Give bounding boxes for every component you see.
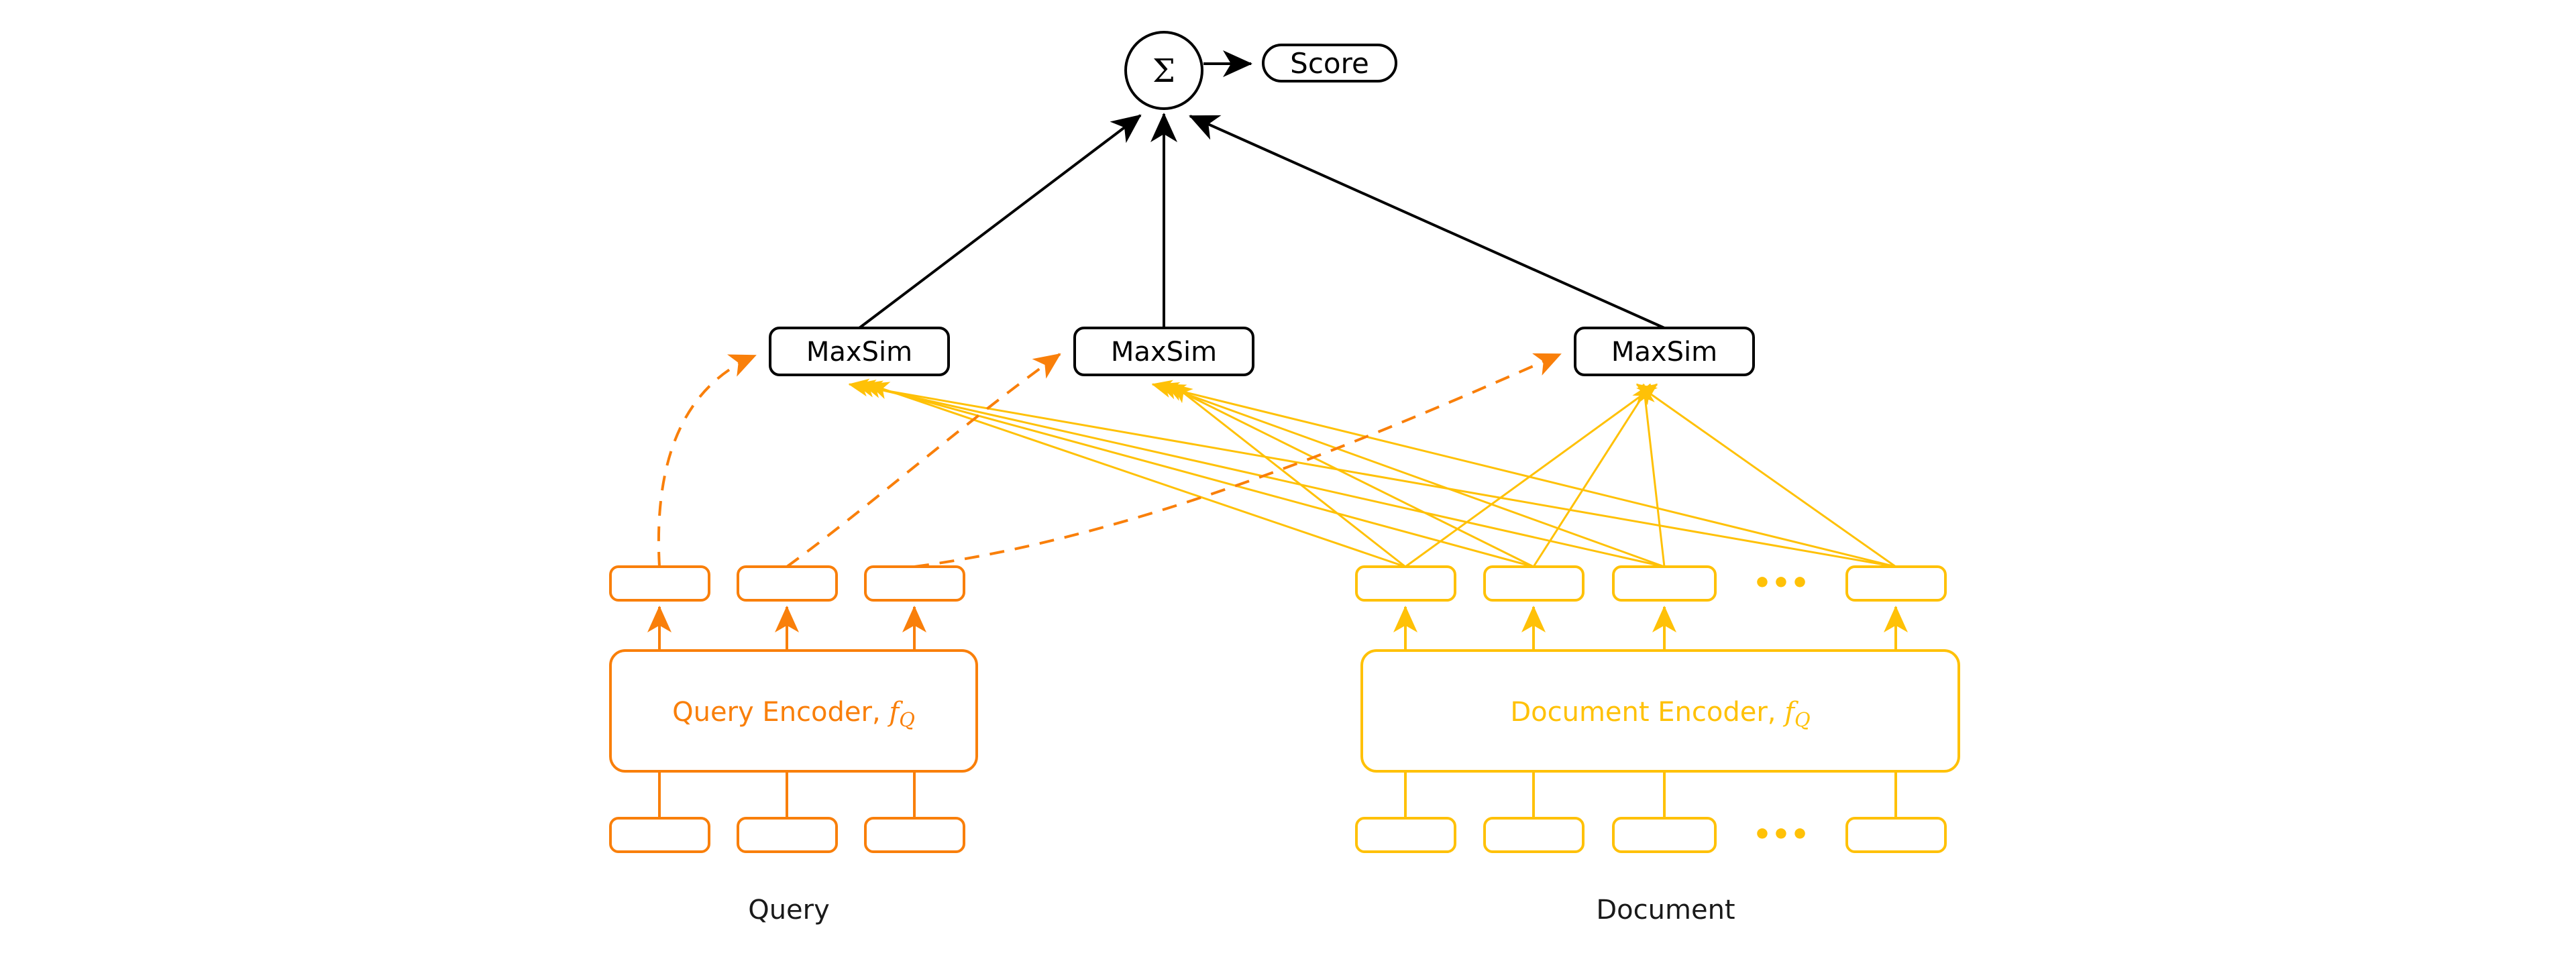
score-label: Score xyxy=(1290,47,1369,80)
document-input-tokens xyxy=(1355,817,1947,853)
edges-query-to-maxsim xyxy=(657,353,1562,568)
document-embeddings xyxy=(1355,565,1947,602)
query-embedding-box[interactable] xyxy=(609,565,710,602)
query-caption: Query xyxy=(748,895,830,926)
document-caption: Document xyxy=(1596,895,1735,926)
query-input-box[interactable] xyxy=(737,817,838,853)
query-encoder[interactable]: Query Encoder, fQ xyxy=(609,649,978,773)
query-embedding-box[interactable] xyxy=(737,565,838,602)
query-input-box[interactable] xyxy=(609,817,710,853)
maxsim-box-1[interactable]: MaxSim xyxy=(769,327,950,376)
edges-query-encoder-to-embeddings xyxy=(647,606,926,651)
query-embedding-box[interactable] xyxy=(864,565,965,602)
document-encoder[interactable]: Document Encoder, fQ xyxy=(1360,649,1960,773)
document-input-box[interactable] xyxy=(1483,817,1585,853)
edges-document-to-maxsim xyxy=(848,378,1896,568)
sum-symbol: Σ xyxy=(1152,52,1175,90)
document-embedding-box[interactable] xyxy=(1355,565,1456,602)
query-embeddings xyxy=(609,565,965,602)
edges-maxsim-to-sum xyxy=(858,113,1665,329)
query-encoder-label: Query Encoder, fQ xyxy=(672,697,915,731)
query-input-box[interactable] xyxy=(864,817,965,853)
sum-node xyxy=(1124,31,1203,110)
maxsim-label: MaxSim xyxy=(1111,337,1217,368)
document-embedding-box[interactable] xyxy=(1483,565,1585,602)
score-box[interactable] xyxy=(1262,44,1397,82)
maxsim-box-2[interactable]: MaxSim xyxy=(1073,327,1254,376)
document-embedding-box[interactable] xyxy=(1612,565,1717,602)
edges-document-inputs-to-encoder xyxy=(1404,771,1897,818)
maxsim-label: MaxSim xyxy=(806,337,912,368)
query-input-tokens xyxy=(609,817,965,853)
document-input-box[interactable] xyxy=(1612,817,1717,853)
document-embeddings-ellipsis: ••• xyxy=(1753,566,1809,600)
maxsim-box-3[interactable]: MaxSim xyxy=(1574,327,1755,376)
document-input-box[interactable] xyxy=(1355,817,1456,853)
document-inputs-ellipsis: ••• xyxy=(1753,818,1809,852)
edges-document-encoder-to-embeddings xyxy=(1393,606,1908,651)
document-embedding-box[interactable] xyxy=(1845,565,1947,602)
document-encoder-label: Document Encoder, fQ xyxy=(1510,697,1810,731)
maxsim-label: MaxSim xyxy=(1611,337,1717,368)
edges-query-inputs-to-encoder xyxy=(658,771,916,818)
document-input-box[interactable] xyxy=(1845,817,1947,853)
